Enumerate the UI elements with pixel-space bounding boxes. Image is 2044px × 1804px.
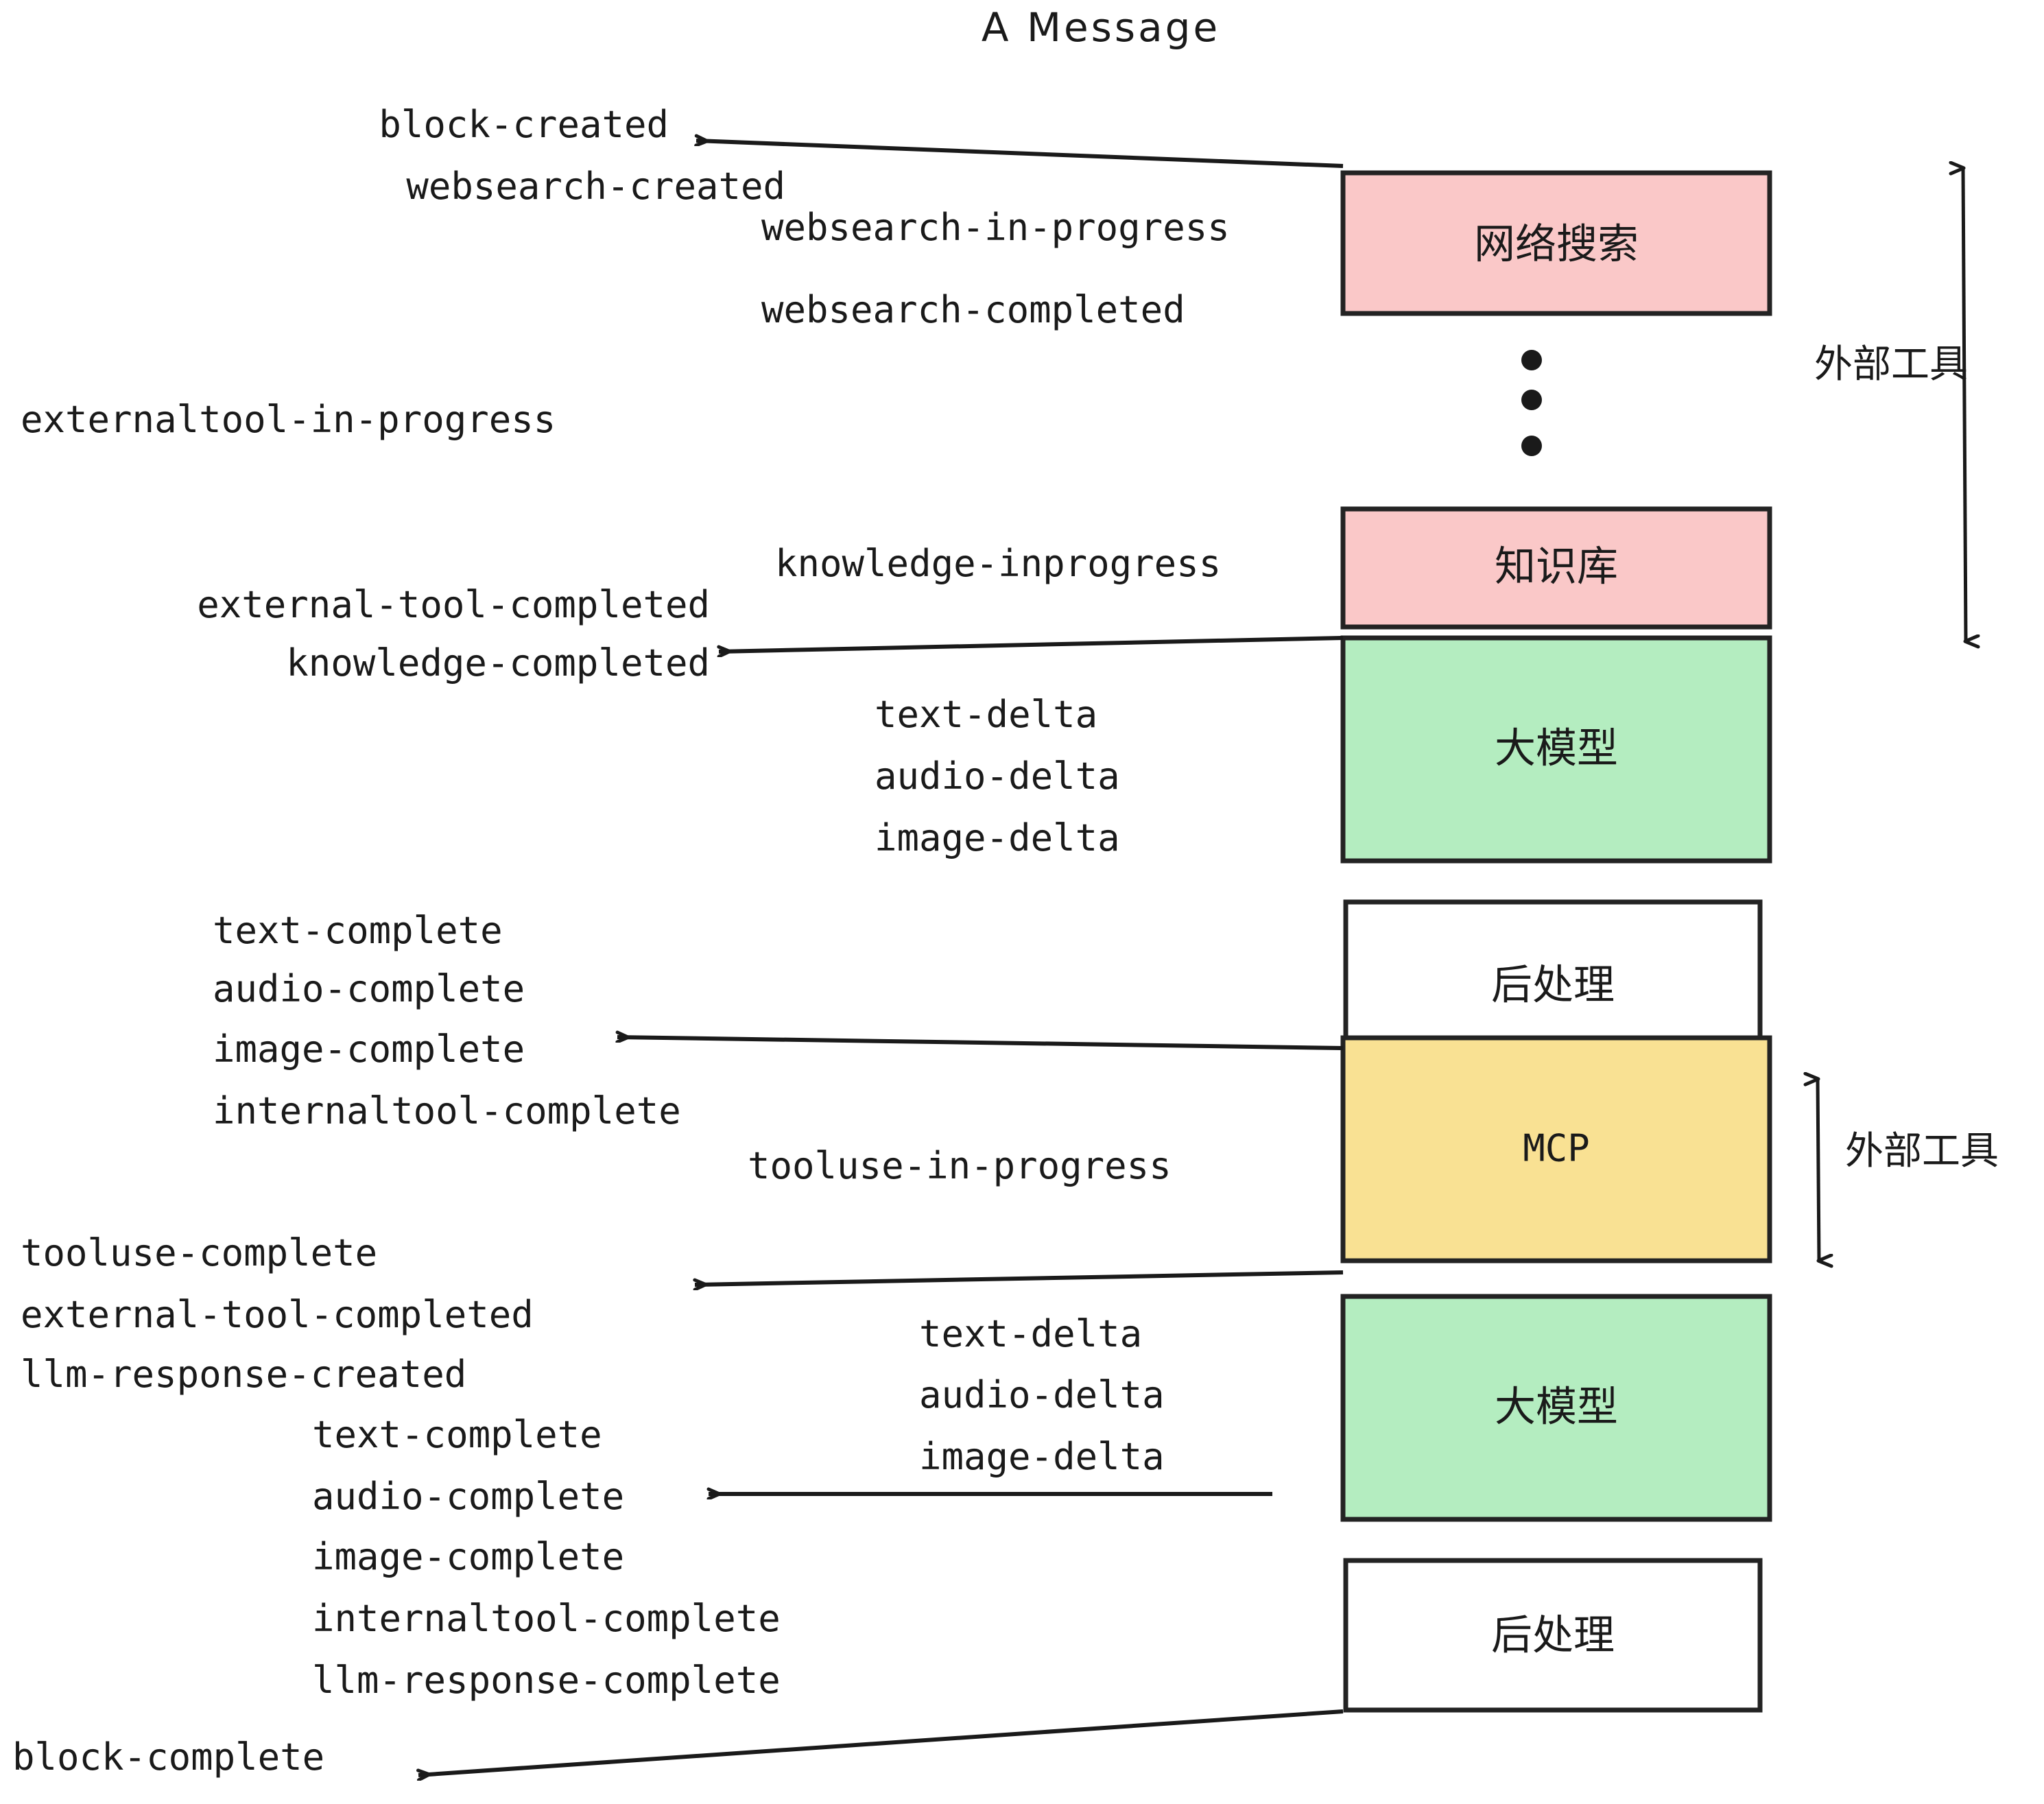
external-tool-top-label: 外部工具 xyxy=(1814,342,1968,387)
event-tooluse-complete: tooluse-complete xyxy=(21,1231,377,1274)
event-websearch-completed: websearch-completed xyxy=(761,288,1185,331)
box-websearch-rect xyxy=(1340,170,1772,316)
event-block-complete: block-complete xyxy=(12,1735,324,1779)
box-llm-bottom-rect xyxy=(1340,1294,1772,1522)
box-postprocess-bottom[interactable]: 后处理 xyxy=(1343,1558,1763,1713)
event-text-complete-2: text-complete xyxy=(312,1413,602,1456)
box-llm-bottom[interactable]: 大模型 xyxy=(1340,1294,1772,1522)
box-llm-top-label: 大模型 xyxy=(1495,725,1618,773)
box-llm-top[interactable]: 大模型 xyxy=(1340,635,1772,864)
external-tool-bottom-label: 外部工具 xyxy=(1845,1129,1999,1174)
event-audio-complete-1: audio-complete xyxy=(213,967,525,1010)
box-postprocess-top-label: 后处理 xyxy=(1491,962,1615,1010)
event-image-delta-1: image-delta xyxy=(875,816,1120,859)
event-audio-delta-1: audio-delta xyxy=(875,755,1120,798)
box-knowledge-label: 知识库 xyxy=(1495,543,1618,591)
event-internaltool-complete-2: internaltool-complete xyxy=(312,1597,781,1640)
box-llm-top-rect xyxy=(1340,635,1772,864)
external-tool-bracket-top: 外部工具 xyxy=(1814,168,1968,641)
page-title: A Message xyxy=(982,4,1220,51)
block-created-arrow xyxy=(696,141,1344,168)
box-llm-bottom-label: 大模型 xyxy=(1495,1384,1618,1432)
box-mcp-label: MCP xyxy=(1523,1127,1590,1170)
event-text-delta-2: text-delta xyxy=(919,1312,1142,1355)
event-knowledge-completed: knowledge-completed xyxy=(286,641,710,685)
external-tool-bracket-bottom: 外部工具 xyxy=(1818,1079,1999,1261)
tooluse-complete-arrow xyxy=(695,1270,1344,1285)
event-text-complete-1: text-complete xyxy=(213,909,503,952)
event-internaltool-complete-1: internaltool-complete xyxy=(213,1089,681,1132)
image-complete-arrow xyxy=(617,1037,1344,1050)
event-websearch-in-progress: websearch-in-progress xyxy=(761,206,1230,249)
block-complete-arrow xyxy=(418,1709,1344,1775)
box-postprocess-bottom-rect xyxy=(1343,1558,1763,1713)
event-knowledge-inprogress: knowledge-inprogress xyxy=(775,542,1221,585)
box-postprocess-bottom-label: 后处理 xyxy=(1491,1612,1615,1660)
event-external-tool-completed-1: external-tool-completed xyxy=(197,583,710,626)
event-image-complete-2: image-complete xyxy=(312,1535,624,1578)
knowledge-completed-arrow xyxy=(719,636,1344,652)
event-text-delta-1: text-delta xyxy=(875,693,1097,736)
event-externaltool-in-progress: externaltool-in-progress xyxy=(21,398,556,441)
event-image-complete-1: image-complete xyxy=(213,1028,525,1071)
event-tooluse-in-progress: tooluse-in-progress xyxy=(748,1144,1172,1187)
event-llm-response-created: llm-response-created xyxy=(21,1353,466,1396)
box-mcp[interactable]: MCP xyxy=(1340,1035,1772,1263)
event-external-tool-completed-2: external-tool-completed xyxy=(21,1293,534,1336)
event-audio-complete-2: audio-complete xyxy=(312,1475,624,1518)
vertical-ellipsis-icon xyxy=(1521,350,1542,456)
event-llm-response-complete: llm-response-complete xyxy=(312,1659,781,1702)
box-mcp-rect xyxy=(1340,1035,1772,1263)
box-websearch[interactable]: 网络搜索 xyxy=(1340,170,1772,316)
event-audio-delta-2: audio-delta xyxy=(919,1373,1165,1416)
event-block-created: block-created xyxy=(379,103,669,146)
event-image-delta-2: image-delta xyxy=(919,1435,1165,1478)
event-websearch-created: websearch-created xyxy=(406,165,785,208)
box-knowledge[interactable]: 知识库 xyxy=(1340,506,1772,630)
box-knowledge-rect xyxy=(1340,506,1772,630)
box-websearch-label: 网络搜索 xyxy=(1474,221,1639,269)
